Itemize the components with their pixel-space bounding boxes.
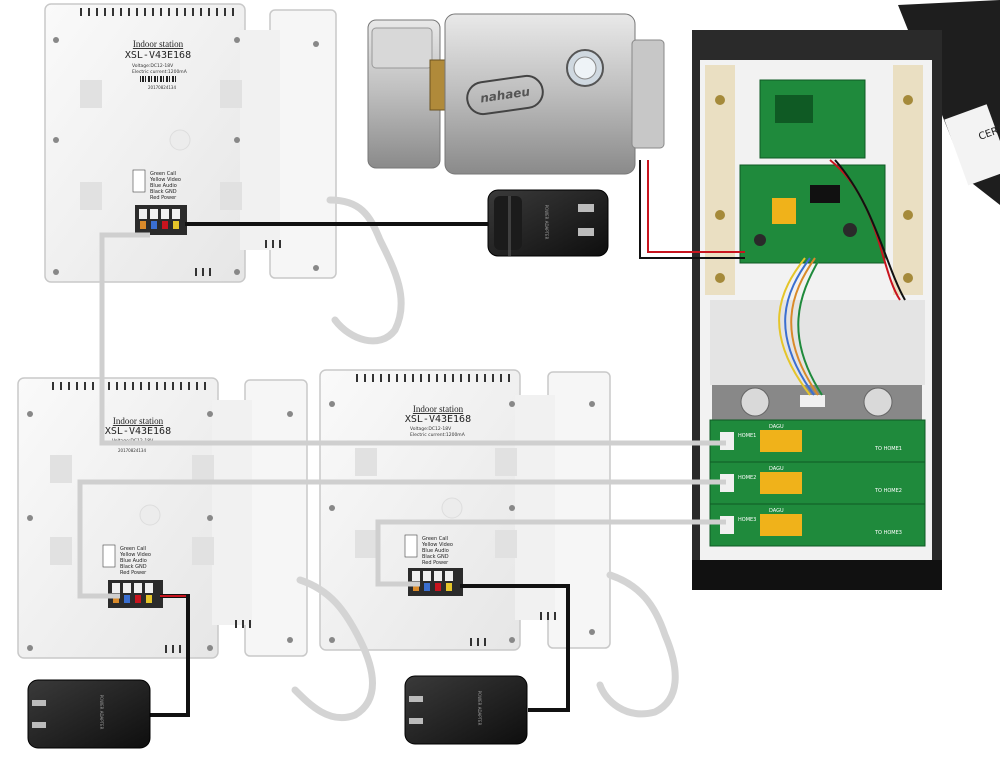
model-number: XSL-V43E168	[105, 426, 171, 437]
barcode	[140, 76, 176, 82]
svg-text:TO HOME2: TO HOME2	[874, 488, 902, 494]
svg-text:HOME2: HOME2	[738, 475, 756, 481]
lock-wires	[639, 160, 745, 259]
svg-text:TO HOME1: TO HOME1	[874, 446, 902, 452]
voltage-text: Voltage:DC12-18V	[132, 63, 174, 69]
handset-cord-3	[596, 571, 679, 718]
wire-label: Yellow Video	[119, 552, 151, 558]
model-number: XSL-V43E168	[405, 414, 471, 425]
station-title: Indoor station	[113, 416, 164, 426]
relay-board-3: DAGU HOME3 TO HOME3	[709, 503, 926, 547]
wire-label: Green Call	[422, 536, 448, 542]
wire-label: Green Call	[120, 546, 146, 552]
electric-lock: nahaeu	[367, 13, 665, 175]
power-adapter-2: POWER ADAPTER	[27, 679, 151, 749]
svg-text:DAGU: DAGU	[769, 508, 784, 514]
svg-text:HOME1: HOME1	[738, 433, 756, 439]
relay-board-2: DAGU HOME2 TO HOME2	[709, 461, 926, 505]
handset-cord-1	[326, 196, 405, 345]
power-adapter-3: POWER ADAPTER	[404, 675, 528, 745]
svg-text:DAGU: DAGU	[769, 466, 784, 472]
indoor-monitor-2: Indoor station XSL-V43E168 Voltage:DC12-…	[17, 377, 308, 659]
svg-text:DAGU: DAGU	[769, 424, 784, 430]
svg-text:POWER ADAPTER: POWER ADAPTER	[477, 691, 482, 726]
svg-text:POWER ADAPTER: POWER ADAPTER	[99, 695, 104, 730]
svg-text:TO HOME3: TO HOME3	[874, 530, 902, 536]
outdoor-unit: CERT DAGU HOME1 TO HOME1	[692, 0, 1000, 590]
wire-label: Yellow Video	[421, 542, 453, 548]
indoor-monitor-3: Indoor station XSL-V43E168 Voltage:DC12-…	[319, 369, 611, 651]
current-text: Electric current:1200mA	[410, 432, 466, 438]
wire-label: Blue Audio	[120, 558, 147, 564]
serial-text: 20170824134	[148, 85, 176, 90]
wire-label: Red Power	[422, 560, 449, 566]
station-title: Indoor station	[133, 39, 184, 49]
connector-board	[135, 205, 187, 235]
wire-label: Black GND	[120, 564, 147, 570]
station-title: Indoor station	[413, 404, 464, 414]
vent-slots	[80, 8, 281, 276]
wire-label: Blue Audio	[150, 183, 177, 189]
brand-logo: nahaeu	[466, 74, 544, 116]
svg-text:HOME3: HOME3	[738, 517, 756, 523]
wire-legend: Green Call Yellow Video Blue Audio Black…	[149, 171, 181, 201]
current-text: Electric current:1200mA	[132, 69, 188, 75]
wire-legend: Green Call Yellow Video Blue Audio Black…	[119, 546, 151, 576]
wire-label: Green Call	[150, 171, 176, 177]
serial-text: 20170824134	[118, 448, 146, 453]
wire-label: Red Power	[150, 195, 177, 201]
wire-label: Black GND	[422, 554, 449, 560]
wire-legend: Green Call Yellow Video Blue Audio Black…	[421, 536, 453, 566]
wire-label: Yellow Video	[149, 177, 181, 183]
monitor-cables	[77, 232, 726, 599]
wire-label: Blue Audio	[422, 548, 449, 554]
wire-label: Red Power	[120, 570, 147, 576]
indoor-monitor-1: Indoor station XSL-V43E168 Voltage:DC12-…	[44, 3, 337, 283]
model-number: XSL-V43E168	[125, 50, 191, 61]
wire-label: Black GND	[150, 189, 177, 195]
relay-board-1: DAGU HOME1 TO HOME1	[709, 419, 926, 463]
voltage-text: Voltage:DC12-18V	[410, 426, 452, 432]
handset-cord-2	[291, 576, 376, 722]
power-adapter-1: POWER ADAPTER	[487, 189, 609, 257]
svg-text:nahaeu: nahaeu	[479, 85, 531, 106]
svg-text:POWER ADAPTER: POWER ADAPTER	[544, 205, 549, 240]
